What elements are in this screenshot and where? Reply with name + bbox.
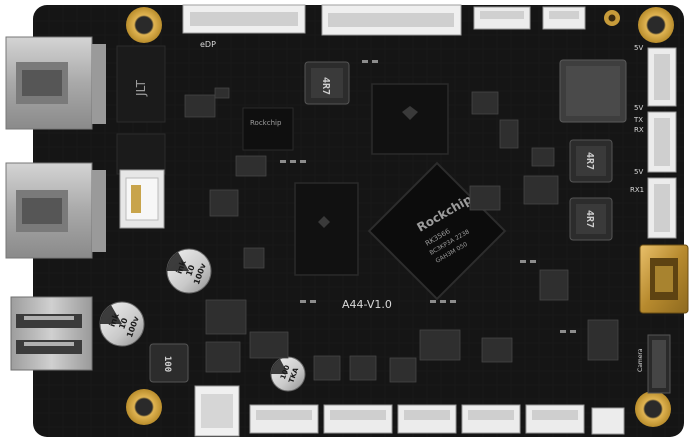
- mounting-hole-top-right: [638, 7, 674, 43]
- svg-text:10: 10: [117, 316, 129, 330]
- inductor-small-text: 100: [162, 356, 172, 372]
- small-components: [184, 87, 619, 383]
- inductor-3-text: 4R7: [584, 210, 595, 228]
- bottom-connector-5: [525, 404, 585, 434]
- capacitor-1: [166, 248, 212, 294]
- memory-chip-top: [371, 83, 449, 155]
- usb-port: [10, 296, 93, 371]
- connector-label-5v-1: 5V: [634, 44, 643, 52]
- right-connector-2: [647, 111, 677, 173]
- bottom-connector-2: [323, 404, 393, 434]
- inductor-1-text: 4R7: [320, 77, 331, 95]
- connector-label-5v-3: 5V: [634, 168, 643, 176]
- mounting-hole-bottom-left: [126, 389, 162, 425]
- ethernet-port-bottom: [5, 162, 106, 259]
- connector-label-tx: TX: [633, 116, 643, 124]
- camera-label: Camera: [637, 348, 644, 372]
- capacitor-2: [99, 301, 145, 347]
- inductor-2-text: 4R7: [584, 152, 595, 170]
- svg-text:10: 10: [184, 263, 196, 277]
- connector-label-rx1: RX1: [630, 186, 644, 194]
- inductor-small: [149, 343, 189, 383]
- pmic-brand-text: Rockchip: [250, 119, 282, 127]
- ethernet-magnetics-bottom: [116, 133, 166, 175]
- top-connector-b: [542, 6, 586, 30]
- edp-label: eDP: [200, 40, 216, 49]
- bottom-connector-power: [194, 385, 240, 437]
- board-model-label: A44-V1.0: [342, 298, 392, 311]
- bottom-connector-1: [249, 404, 319, 434]
- mounting-hole-top-left: [126, 7, 162, 43]
- smd-resistors: [280, 60, 576, 333]
- bottom-connector-4: [461, 404, 521, 434]
- connector-label-5v-2: 5V: [634, 104, 643, 112]
- camera-connector: [647, 334, 671, 394]
- relay-component: [119, 169, 165, 229]
- inductor-3: [569, 197, 613, 241]
- right-connector-3: [647, 177, 677, 239]
- right-connector-1: [647, 47, 677, 107]
- bottom-connector-6: [591, 407, 625, 435]
- capacitor-3: [270, 356, 306, 392]
- bottom-connector-3: [397, 404, 457, 434]
- capacitor-1-label: ink 10 100v: [175, 258, 209, 285]
- hdmi-port: [639, 244, 689, 314]
- inductor-2: [569, 139, 613, 183]
- connector-label-rx: RX: [634, 126, 644, 134]
- svg-text:JLT: JLT: [134, 79, 148, 97]
- mipi-connector: [321, 4, 462, 36]
- top-connector-a: [473, 6, 531, 30]
- ethernet-port-top: [5, 36, 106, 130]
- wifi-module: [559, 59, 627, 123]
- ethernet-magnetics-top: JLT: [116, 45, 166, 123]
- inductor-1: [304, 61, 350, 105]
- edp-connector: [182, 4, 306, 34]
- memory-chip-left: [294, 182, 359, 276]
- mounting-hole-bottom-right: [635, 391, 671, 427]
- antenna-connector: [604, 10, 620, 26]
- pmic-chip: [242, 107, 294, 151]
